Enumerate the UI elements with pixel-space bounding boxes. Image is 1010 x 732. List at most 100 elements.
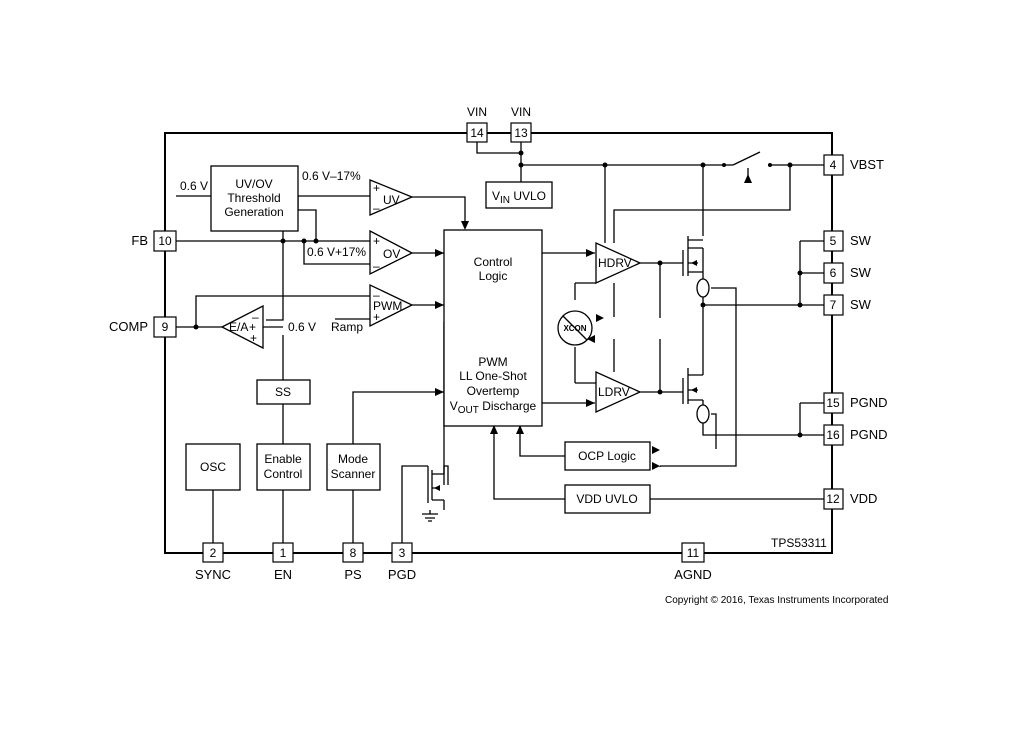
svg-text:SW: SW: [850, 265, 872, 280]
svg-text:Control: Control: [264, 467, 303, 481]
svg-text:VOUT Discharge: VOUT Discharge: [450, 399, 537, 416]
svg-text:12: 12: [826, 492, 840, 506]
wires: [176, 142, 824, 543]
svg-text:XCON: XCON: [563, 324, 586, 333]
svg-text:AGND: AGND: [674, 567, 712, 582]
svg-text:Control: Control: [474, 255, 513, 269]
svg-text:LDRV: LDRV: [598, 385, 630, 399]
arrowheads: [435, 174, 752, 470]
svg-text:–: –: [252, 310, 259, 324]
pwm-comparator: – + PWM: [369, 283, 414, 328]
svg-text:+: +: [373, 310, 380, 324]
svg-text:–: –: [373, 288, 380, 302]
svg-text:+: +: [373, 181, 380, 195]
ea-ref-label: 0.6 V: [288, 320, 316, 334]
svg-text:Generation: Generation: [224, 205, 283, 219]
ref-06-label: 0.6 V: [180, 179, 208, 193]
svg-text:LL One-Shot: LL One-Shot: [459, 369, 527, 383]
svg-text:14: 14: [470, 126, 484, 140]
xcon-block: XCON: [557, 310, 593, 346]
junction-dots: [193, 150, 803, 438]
uv-threshold-label: 0.6 V–17%: [302, 169, 361, 183]
pin-vin13: 13 VIN: [510, 105, 532, 143]
svg-text:8: 8: [350, 546, 357, 560]
svg-text:VIN: VIN: [511, 105, 531, 119]
svg-text:5: 5: [830, 234, 837, 248]
svg-text:VIN UVLO: VIN UVLO: [492, 189, 546, 206]
vdd-uvlo-block: VDD UVLO: [564, 484, 651, 514]
vin-uvlo-block: VIN UVLO: [485, 181, 553, 209]
uv-comparator: + – UV: [369, 179, 414, 216]
svg-text:Scanner: Scanner: [331, 467, 376, 481]
high-side-fet: [660, 236, 703, 276]
pin-vin14: 14 VIN: [466, 105, 488, 143]
ov-comparator: + – OV: [369, 229, 414, 276]
svg-text:+: +: [250, 331, 257, 345]
svg-text:COMP: COMP: [109, 319, 148, 334]
svg-text:UV: UV: [383, 193, 400, 207]
pin-pgnd16: 16 PGND: [823, 424, 888, 446]
ocp-logic-block: OCP Logic: [564, 441, 651, 471]
svg-text:PS: PS: [344, 567, 362, 582]
svg-text:Logic: Logic: [479, 269, 508, 283]
svg-text:13: 13: [514, 126, 528, 140]
svg-text:2: 2: [210, 546, 217, 560]
svg-text:4: 4: [830, 158, 837, 172]
chip-outline: [164, 132, 833, 554]
svg-text:VDD UVLO: VDD UVLO: [576, 492, 637, 506]
ss-block: SS: [256, 379, 311, 405]
svg-text:SW: SW: [850, 297, 872, 312]
pin-vbst: 4 VBST: [823, 154, 884, 176]
pin-ps: 8 PS: [342, 542, 364, 582]
svg-text:Enable: Enable: [264, 452, 302, 466]
svg-text:PGD: PGD: [388, 567, 416, 582]
pin-sw6: 6 SW: [823, 262, 872, 284]
ov-threshold-label: 0.6 V+17%: [307, 245, 366, 259]
low-side-fet: [660, 368, 703, 404]
svg-text:11: 11: [687, 546, 700, 560]
svg-text:Mode: Mode: [338, 452, 368, 466]
pin-sw5: 5 SW: [823, 230, 872, 252]
svg-text:9: 9: [162, 320, 169, 334]
control-logic-block: Control Logic PWM LL One-Shot Overtemp V…: [443, 229, 543, 427]
svg-text:HDRV: HDRV: [598, 256, 632, 270]
pin-sync: 2 SYNC: [195, 542, 231, 582]
svg-text:Threshold: Threshold: [227, 191, 280, 205]
svg-text:6: 6: [830, 266, 837, 280]
osc-block: OSC: [185, 443, 241, 491]
pin-vdd: 12 VDD: [823, 488, 877, 510]
svg-text:PGND: PGND: [850, 427, 888, 442]
svg-text:15: 15: [826, 396, 840, 410]
svg-text:VIN: VIN: [467, 105, 487, 119]
pin-sw7: 7 SW: [823, 294, 872, 316]
copyright-note: Copyright © 2016, Texas Instruments Inco…: [665, 595, 888, 606]
enable-control-block: Enable Control: [256, 443, 311, 491]
svg-text:16: 16: [826, 428, 840, 442]
svg-text:E/A: E/A: [229, 320, 248, 334]
uvov-threshold-block: UV/OV Threshold Generation: [210, 165, 299, 232]
pin-pgnd15: 15 PGND: [823, 392, 888, 414]
svg-text:FB: FB: [131, 233, 148, 248]
pin-fb: 10 FB: [131, 230, 177, 252]
svg-text:OV: OV: [383, 247, 400, 261]
ldrv-driver: LDRV: [595, 370, 642, 414]
svg-text:PWM: PWM: [478, 355, 507, 369]
svg-text:1: 1: [280, 546, 287, 560]
svg-text:PWM: PWM: [373, 299, 402, 313]
svg-text:UV/OV: UV/OV: [235, 177, 272, 191]
part-number: TPS53311: [771, 536, 827, 550]
svg-text:+: +: [373, 234, 380, 248]
svg-text:EN: EN: [274, 567, 292, 582]
svg-text:–: –: [373, 201, 380, 215]
svg-text:Overtemp: Overtemp: [467, 384, 520, 398]
svg-text:VBST: VBST: [850, 157, 884, 172]
svg-text:10: 10: [158, 234, 172, 248]
svg-text:SW: SW: [850, 233, 872, 248]
ramp-label: Ramp: [331, 320, 363, 334]
svg-text:7: 7: [830, 298, 837, 312]
svg-text:SYNC: SYNC: [195, 567, 231, 582]
svg-text:OCP Logic: OCP Logic: [578, 449, 636, 463]
svg-text:SS: SS: [275, 385, 291, 399]
svg-text:VDD: VDD: [850, 491, 877, 506]
pin-agnd: 11 AGND: [674, 542, 712, 582]
